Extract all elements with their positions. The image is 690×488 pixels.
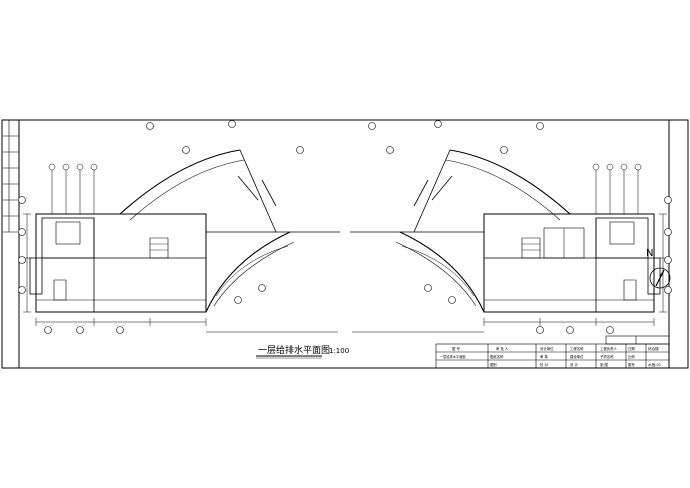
tb-cell-14: 图别	[490, 362, 497, 367]
tb-cell-9: 子项名称	[600, 354, 614, 359]
right-dimension-lines	[352, 170, 667, 333]
north-label: N	[646, 248, 653, 259]
drawing-title: 一层给排水平面图	[258, 344, 330, 356]
north-arrow: N	[646, 248, 671, 289]
left-axis-bubbles	[18, 120, 304, 334]
left-margin-strip	[2, 120, 19, 233]
title-block-text: 图 号 审 批 人 设计单位 审 核 工程名称 校 对 建设单位 设 计 工程负…	[440, 346, 661, 367]
tb-sheet-no: 水施-01	[648, 362, 661, 367]
left-riser-tags	[48, 163, 98, 171]
tb-cell-6: 建设单位	[570, 354, 584, 359]
tb-cell-15: 图号	[628, 362, 635, 367]
outer-border	[1, 119, 689, 369]
left-dimension-lines	[23, 170, 338, 333]
tb-cell-4: 工程名称	[570, 346, 584, 351]
tb-cell-10: 制 图	[600, 362, 608, 367]
title-block	[435, 335, 670, 369]
tb-cell-1: 审 批 人	[496, 346, 509, 351]
left-wing-plan	[29, 149, 340, 313]
tb-cell-8: 工程负责人	[600, 346, 618, 351]
right-axis-bubbles	[368, 120, 672, 334]
right-wing-plan	[350, 149, 661, 313]
drawing-scale: 1:100	[329, 347, 349, 355]
drawing-title-group: 一层给排水平面图 1:100	[256, 344, 349, 359]
tb-drawing-name-value: 一层给排水平面图	[440, 354, 466, 359]
tb-cell-11: 图纸名称	[490, 354, 504, 359]
tb-cell-5: 校 对	[540, 362, 548, 367]
tb-cell-2: 设计单位	[540, 346, 554, 351]
tb-cell-3: 审 核	[540, 354, 548, 359]
tb-project-value: 综合楼	[648, 346, 659, 351]
tb-cell-12: 日期	[628, 346, 635, 351]
inner-frame	[18, 119, 670, 369]
tb-cell-0: 图 号	[452, 346, 460, 351]
tb-cell-13: 比例	[628, 354, 635, 359]
right-riser-tags	[592, 163, 642, 171]
tb-cell-7: 设 计	[570, 362, 578, 367]
